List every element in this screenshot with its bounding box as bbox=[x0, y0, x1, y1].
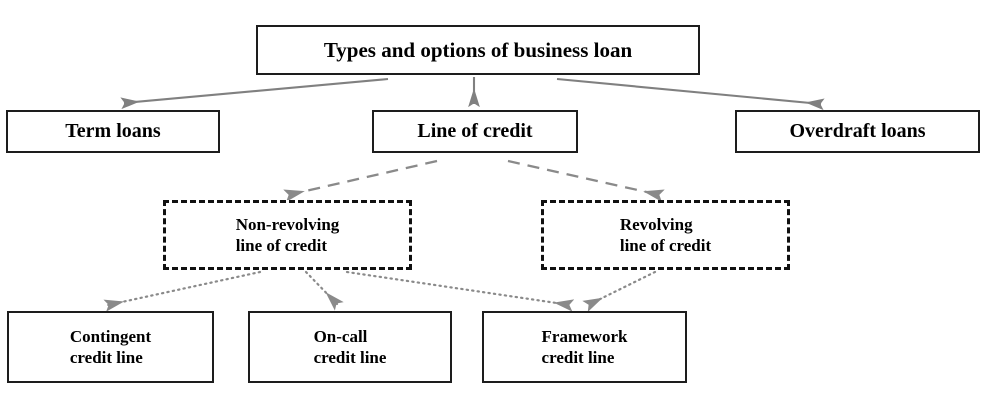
node-label: Overdraft loans bbox=[789, 119, 926, 142]
node-label: Non-revolving line of credit bbox=[235, 214, 340, 255]
node-term-loans[interactable]: Term loans bbox=[6, 110, 220, 153]
node-revolving-line-of-credit[interactable]: Revolving line of credit bbox=[541, 200, 790, 270]
connector-line-of-credit-to-revolving bbox=[507, 159, 665, 203]
node-on-call-credit-line[interactable]: On-call credit line bbox=[248, 311, 452, 383]
node-overdraft-loans[interactable]: Overdraft loans bbox=[735, 110, 980, 153]
node-non-revolving-line-of-credit[interactable]: Non-revolving line of credit bbox=[163, 200, 412, 270]
node-line-of-credit[interactable]: Line of credit bbox=[372, 110, 578, 153]
connector-non-revolving-to-contingent bbox=[103, 270, 262, 312]
node-label: Contingent credit line bbox=[69, 326, 152, 367]
node-label: Line of credit bbox=[417, 119, 533, 142]
connector-root-to-term-loans bbox=[120, 77, 389, 110]
connector-non-revolving-to-framework bbox=[345, 270, 575, 312]
node-label: Term loans bbox=[65, 119, 161, 142]
node-framework-credit-line[interactable]: Framework credit line bbox=[482, 311, 687, 383]
node-label: Types and options of business loan bbox=[323, 37, 633, 62]
connector-revolving-to-framework bbox=[582, 270, 657, 312]
node-contingent-credit-line[interactable]: Contingent credit line bbox=[7, 311, 214, 383]
node-types-and-options-of-business-loan[interactable]: Types and options of business loan bbox=[256, 25, 700, 75]
connector-line-of-credit-to-non-revolving bbox=[283, 159, 438, 203]
connector-root-to-overdraft-loans bbox=[556, 77, 825, 111]
node-label: Revolving line of credit bbox=[619, 214, 712, 255]
node-label: On-call credit line bbox=[313, 326, 387, 367]
connector-non-revolving-to-on-call bbox=[304, 270, 344, 311]
node-label: Framework credit line bbox=[541, 326, 628, 367]
